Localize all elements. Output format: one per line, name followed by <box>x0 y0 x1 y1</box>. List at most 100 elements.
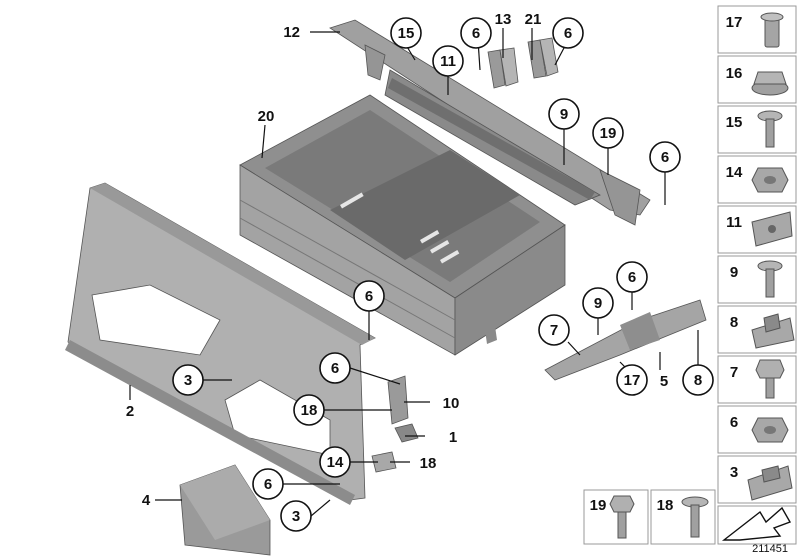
sidebar-item-14: 14 <box>717 155 797 204</box>
callout-label: 3 <box>292 508 300 525</box>
callout-17: 17 <box>616 364 648 396</box>
callout-6: 6 <box>460 17 492 49</box>
bottom-item-label: 18 <box>657 497 674 514</box>
sidebar-item-label: 9 <box>730 264 738 281</box>
direction-arrow-icon <box>721 506 792 541</box>
callout-label: 6 <box>365 288 373 305</box>
bottom-parts-legend: 19 18 <box>583 489 716 545</box>
callout-label: 13 <box>495 11 512 28</box>
callout-label: 12 <box>283 24 300 41</box>
sidebar-item-8: 8 <box>717 305 797 354</box>
sidebar-item-7: 7 <box>717 355 797 404</box>
bottom-item-18: 18 <box>650 489 716 545</box>
sidebar-item-label: 15 <box>726 114 743 131</box>
callout-5: 5 <box>660 373 668 390</box>
hex-bolt-icon <box>609 495 635 539</box>
callout-label: 7 <box>550 322 558 339</box>
callout-label: 6 <box>264 476 272 493</box>
sidebar-item-label: 14 <box>726 164 743 181</box>
sidebar-item-6: 6 <box>717 405 797 454</box>
leader-lines <box>129 28 699 517</box>
sidebar-item-9: 9 <box>717 255 797 304</box>
callout-label: 6 <box>472 25 480 42</box>
callout-6: 6 <box>319 352 351 384</box>
screw-icon <box>681 496 709 538</box>
callout-9: 9 <box>548 98 580 130</box>
callout-label: 10 <box>443 395 460 412</box>
sidebar-item-label: 7 <box>730 364 738 381</box>
sidebar-item-16: 16 <box>717 55 797 104</box>
callout-label: 3 <box>184 372 192 389</box>
callout-label: 14 <box>327 454 344 471</box>
side-bracket-part <box>544 299 707 381</box>
sidebar-item-3: 3 <box>717 455 797 504</box>
callout-3: 3 <box>280 500 312 532</box>
callout-4: 4 <box>142 492 151 509</box>
cover-part <box>179 464 271 556</box>
callout-20: 20 <box>258 108 275 125</box>
storage-box-part <box>239 94 566 356</box>
rivet-nut-icon <box>760 12 784 48</box>
callout-2: 2 <box>126 403 134 420</box>
sidebar-item-label: 3 <box>730 464 738 481</box>
clip-nut-icon <box>747 465 793 501</box>
callout-label: 18 <box>420 455 437 472</box>
callout-label: 6 <box>628 269 636 286</box>
hex-nut-icon <box>751 417 789 443</box>
callout-label: 8 <box>694 372 702 389</box>
sidebar-item-label: 6 <box>730 414 738 431</box>
callout-13: 13 <box>495 11 512 28</box>
sidebar-item-17: 17 <box>717 5 797 54</box>
callout-label: 18 <box>301 402 318 419</box>
callout-label: 11 <box>440 53 456 70</box>
callout-label: 6 <box>564 25 572 42</box>
callout-7: 7 <box>538 314 570 346</box>
callout-label: 9 <box>560 106 568 123</box>
callout-6: 6 <box>353 280 385 312</box>
sidebar-item-label: 17 <box>726 14 743 31</box>
callout-1: 1 <box>449 429 457 446</box>
callout-label: 1 <box>449 429 457 446</box>
callout-6: 6 <box>252 468 284 500</box>
callout-9: 9 <box>582 287 614 319</box>
callout-6: 6 <box>552 17 584 49</box>
callout-label: 6 <box>661 149 669 166</box>
callout-15: 15 <box>390 17 422 49</box>
sidebar-item-label: 8 <box>730 314 738 331</box>
callout-label: 6 <box>331 360 339 377</box>
callout-label: 21 <box>525 11 542 28</box>
callout-3: 3 <box>172 364 204 396</box>
callout-label: 17 <box>624 372 641 389</box>
diagram-id: 211451 <box>752 543 788 555</box>
callout-label: 4 <box>142 492 151 509</box>
bottom-item-label: 19 <box>590 497 607 514</box>
callout-12: 12 <box>283 24 300 41</box>
sidebar-item-15: 15 <box>717 105 797 154</box>
hex-bolt-icon <box>755 359 785 399</box>
callout-11: 11 <box>432 45 464 77</box>
callout-label: 9 <box>594 295 602 312</box>
callout-19: 19 <box>592 117 624 149</box>
callout-10: 10 <box>443 395 460 412</box>
screw-icon <box>757 110 783 148</box>
sidebar-parts-legend: 17 16 15 14 11 9 <box>717 5 797 545</box>
callout-6: 6 <box>649 141 681 173</box>
callout-label: 19 <box>600 125 617 142</box>
callout-6: 6 <box>616 261 648 293</box>
callout-21: 21 <box>525 11 542 28</box>
small-bracket-parts <box>371 375 419 473</box>
clip-nut-icon <box>751 211 793 247</box>
direction-arrow-cell <box>717 505 797 545</box>
hex-nut-icon <box>751 167 789 193</box>
sidebar-item-label: 16 <box>726 65 743 82</box>
callout-label: 2 <box>126 403 134 420</box>
callout-label: 15 <box>398 25 415 42</box>
callout-label: 5 <box>660 373 668 390</box>
callout-label: 20 <box>258 108 275 125</box>
bracket-clip-parts <box>487 37 559 89</box>
screw-icon <box>757 260 783 298</box>
upper-rail-part <box>329 19 651 226</box>
callout-8: 8 <box>682 364 714 396</box>
flange-nut-icon <box>751 71 789 96</box>
